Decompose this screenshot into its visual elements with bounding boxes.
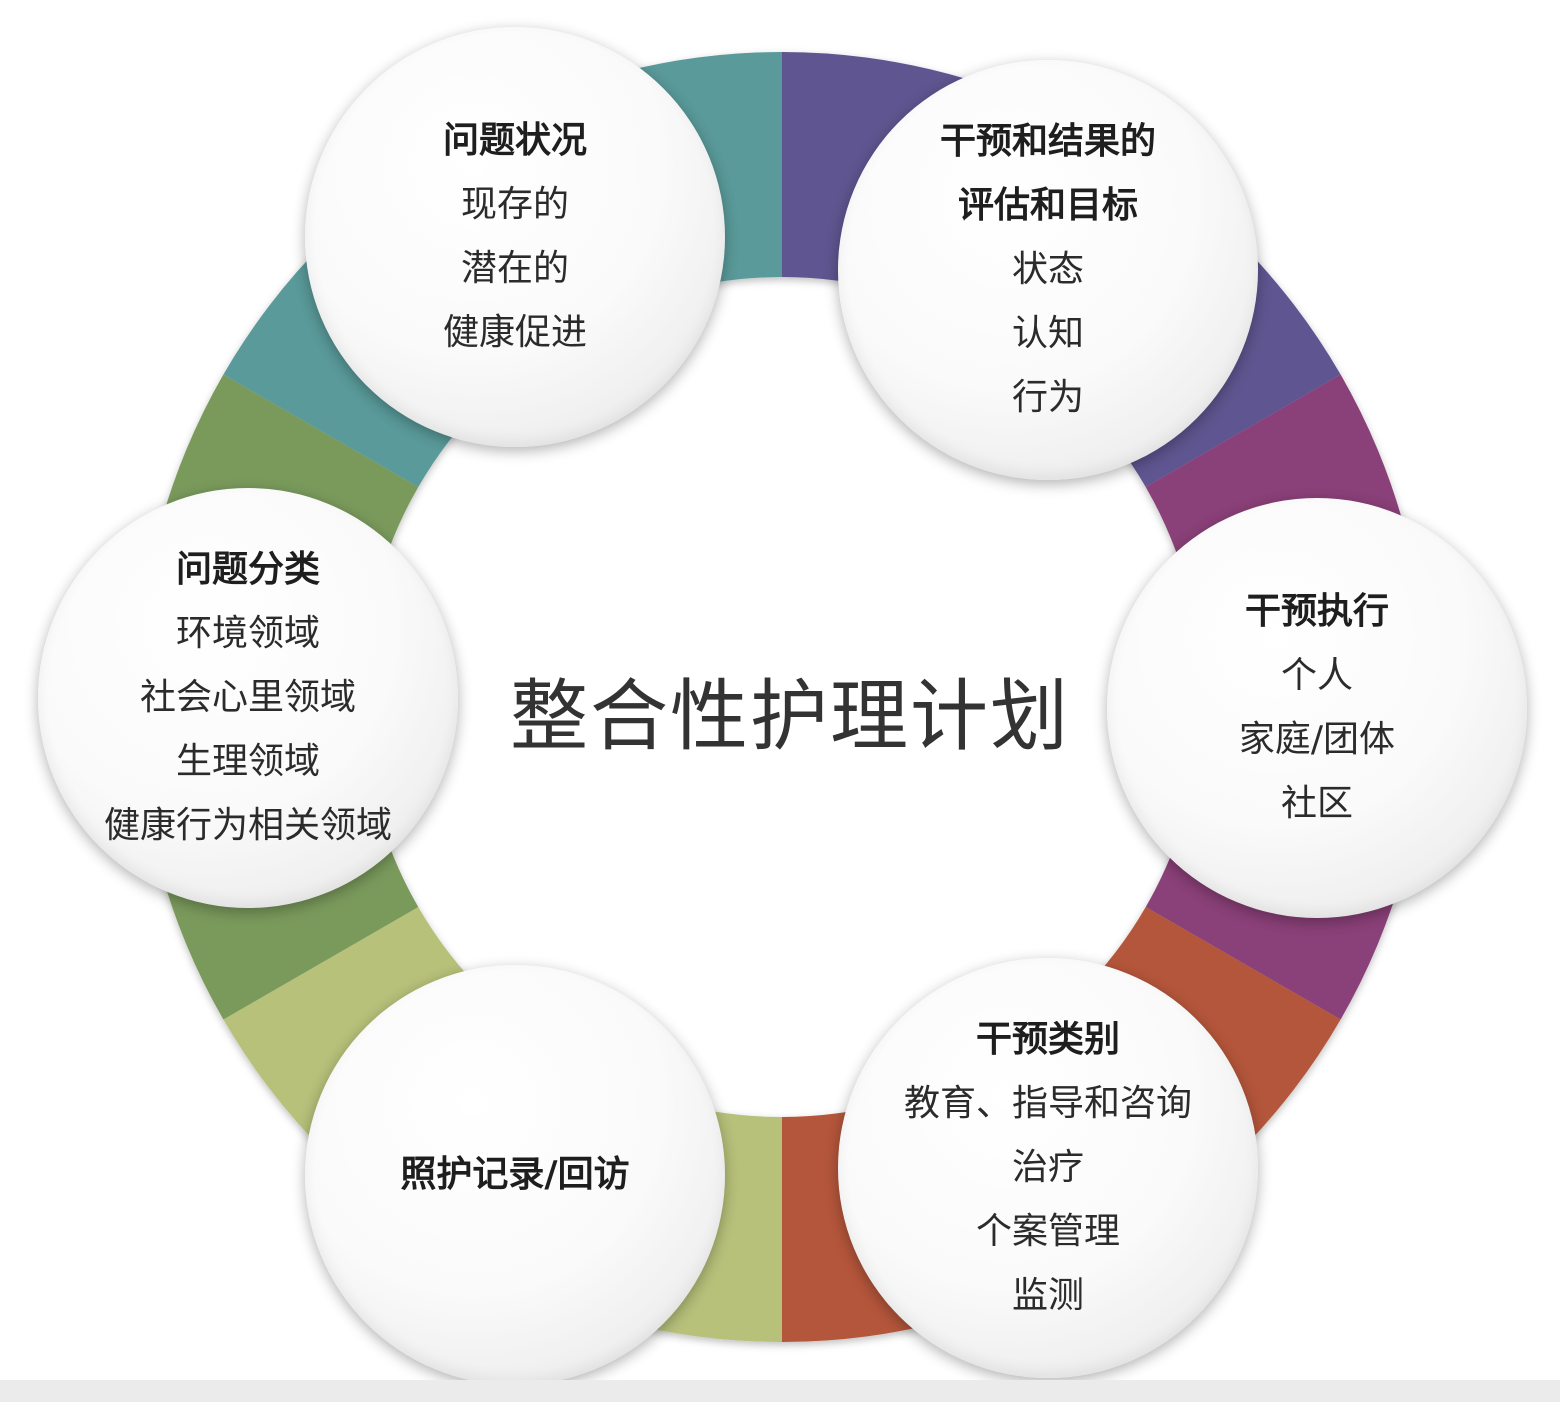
evaluation-goals-item: 状态 [1011, 249, 1084, 290]
node-intervention-category: 干预类别 教育、指导和咨询 治疗 个案管理 监测 [838, 958, 1258, 1378]
problem-classification-item: 生理领域 [175, 741, 320, 782]
evaluation-goals-title-line2: 评估和目标 [957, 185, 1138, 226]
intervention-execution-item: 社区 [1280, 783, 1353, 824]
intervention-category-item: 教育、指导和咨询 [903, 1083, 1192, 1124]
node-intervention-execution: 干预执行 个人 家庭/团体 社区 [1107, 498, 1527, 918]
problem-status-title: 问题状况 [442, 120, 587, 161]
node-problem-classification: 问题分类 环境领域 社会心里领域 生理领域 健康行为相关领域 [38, 488, 458, 908]
node-care-record: 照护记录/回访 [305, 965, 725, 1385]
intervention-category-item: 治疗 [1011, 1147, 1084, 1188]
node-evaluation-goals: 干预和结果的 评估和目标 状态 认知 行为 [838, 60, 1258, 480]
problem-classification-title: 问题分类 [175, 549, 320, 590]
problem-classification-item: 健康行为相关领域 [103, 805, 392, 846]
center-title: 整合性护理计划 [509, 672, 1070, 762]
intervention-category-title: 干预类别 [975, 1019, 1120, 1060]
footer-strip [0, 1380, 1560, 1402]
intervention-execution-item: 个人 [1280, 655, 1353, 696]
problem-status-item: 潜在的 [460, 248, 569, 289]
evaluation-goals-item: 行为 [1011, 377, 1084, 418]
evaluation-goals-title: 干预和结果的 [939, 121, 1156, 162]
intervention-execution-item: 家庭/团体 [1238, 719, 1396, 760]
problem-status-item: 健康促进 [442, 312, 587, 353]
intervention-category-item: 个案管理 [975, 1211, 1120, 1252]
evaluation-goals-item: 认知 [1011, 313, 1084, 354]
care-record-title: 照护记录/回访 [400, 1154, 630, 1195]
intervention-category-item: 监测 [1011, 1275, 1084, 1316]
problem-classification-item: 社会心里领域 [139, 677, 356, 718]
intervention-execution-title: 干预执行 [1244, 591, 1389, 632]
node-problem-status: 问题状况 现存的 潜在的 健康促进 [305, 27, 725, 447]
problem-status-item: 现存的 [460, 184, 569, 225]
problem-classification-item: 环境领域 [175, 613, 320, 654]
